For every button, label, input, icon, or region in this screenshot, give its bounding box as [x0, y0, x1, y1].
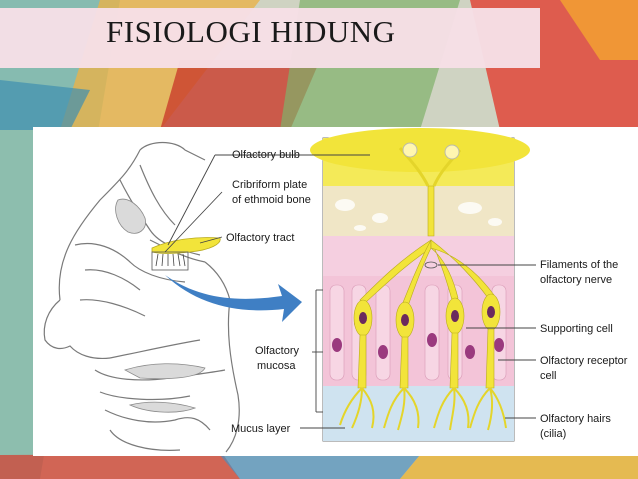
label-receptor-2: cell [540, 370, 557, 382]
label-filaments-1: Filaments of the [540, 259, 618, 271]
label-hairs-2: (cilia) [540, 428, 566, 440]
title-band [0, 8, 540, 68]
label-filaments-2: olfactory nerve [540, 274, 612, 286]
label-hairs-1: Olfactory hairs [540, 413, 611, 425]
label-mucus-layer: Mucus layer [231, 423, 291, 435]
olfactory-fibers [155, 253, 186, 267]
zoom-box [151, 251, 189, 271]
leader-lines [164, 154, 536, 429]
tissue-panel [310, 128, 530, 442]
head-section [43, 141, 240, 453]
label-mucosa-2: mucosa [257, 360, 296, 372]
label-cribriform-2: of ethmoid bone [232, 194, 311, 206]
label-olfactory-tract: Olfactory tract [226, 232, 294, 244]
label-receptor-1: Olfactory receptor [540, 355, 628, 367]
label-cribriform-1: Cribriform plate [232, 179, 307, 191]
olfactory-tract-shape [151, 237, 221, 254]
label-mucosa-1: Olfactory [255, 345, 300, 357]
magnify-arrow [165, 275, 302, 322]
slide-title: FISIOLOGI HIDUNG [106, 14, 396, 49]
label-supporting-cell: Supporting cell [540, 323, 613, 335]
label-olfactory-bulb: Olfactory bulb [232, 149, 300, 161]
skull-bone [115, 198, 206, 413]
